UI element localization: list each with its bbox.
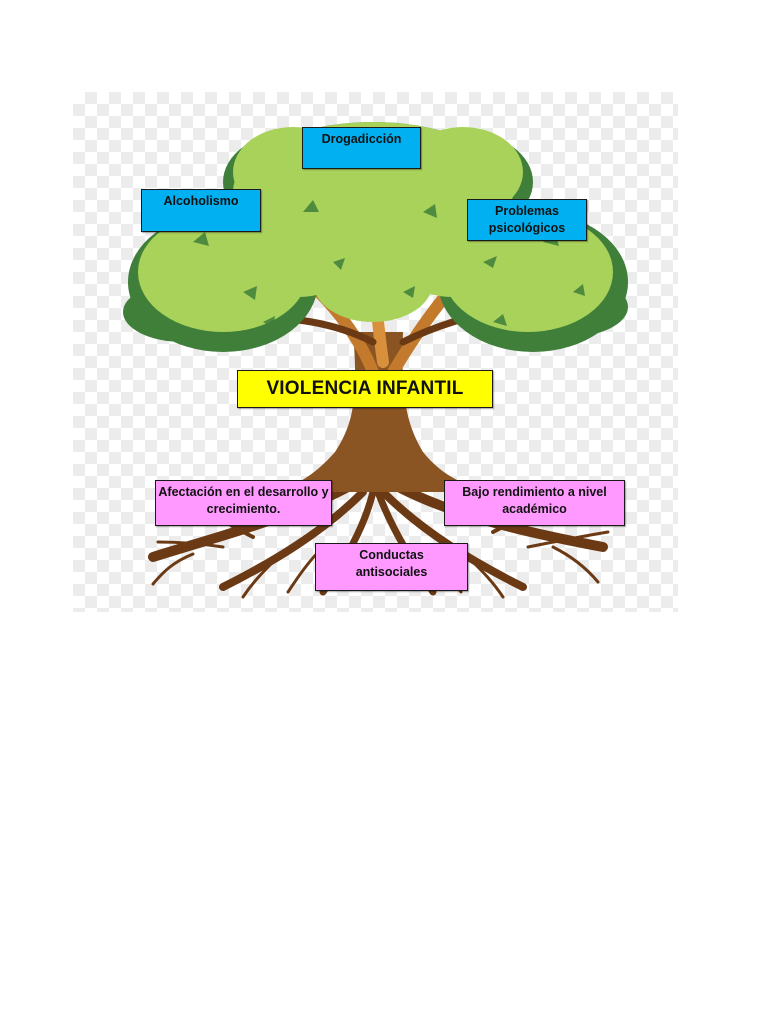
consequence-box-rendimiento: Bajo rendimiento a nivel académico xyxy=(444,480,625,526)
title-box: VIOLENCIA INFANTIL xyxy=(237,370,493,408)
trunk-graphic xyxy=(273,332,493,492)
consequence-label: Bajo rendimiento a nivel académico xyxy=(462,485,607,516)
tree-illustration xyxy=(123,122,628,599)
cause-label: Drogadicción xyxy=(321,132,402,146)
diagram-title: VIOLENCIA INFANTIL xyxy=(266,378,464,399)
consequence-box-desarrollo: Afectación en el desarrollo y crecimient… xyxy=(155,480,332,526)
consequence-box-conductas: Conductas antisociales xyxy=(315,543,468,591)
cause-box-drogadiccion: Drogadicción xyxy=(302,127,421,169)
cause-box-alcoholismo: Alcoholismo xyxy=(141,189,261,232)
cause-label: Alcoholismo xyxy=(163,194,239,208)
cause-box-problemas-psicologicos: Problemas psicológicos xyxy=(467,199,587,241)
consequence-label: Conductas antisociales xyxy=(355,548,428,579)
cause-label: Problemas psicológicos xyxy=(488,204,566,235)
consequence-label: Afectación en el desarrollo y crecimient… xyxy=(158,485,329,516)
tree-diagram: Alcoholismo Drogadicción Problemas psico… xyxy=(73,92,678,612)
foliage-light-graphic xyxy=(138,122,613,332)
